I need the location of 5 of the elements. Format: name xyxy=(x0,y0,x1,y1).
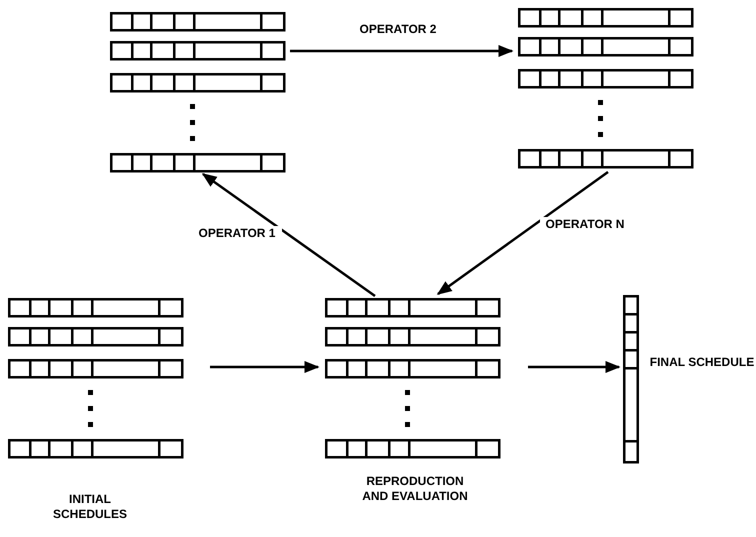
arrow xyxy=(202,172,376,298)
arrow xyxy=(210,361,320,373)
arrow xyxy=(436,170,609,296)
arrow xyxy=(290,45,514,57)
arrow xyxy=(528,361,620,373)
